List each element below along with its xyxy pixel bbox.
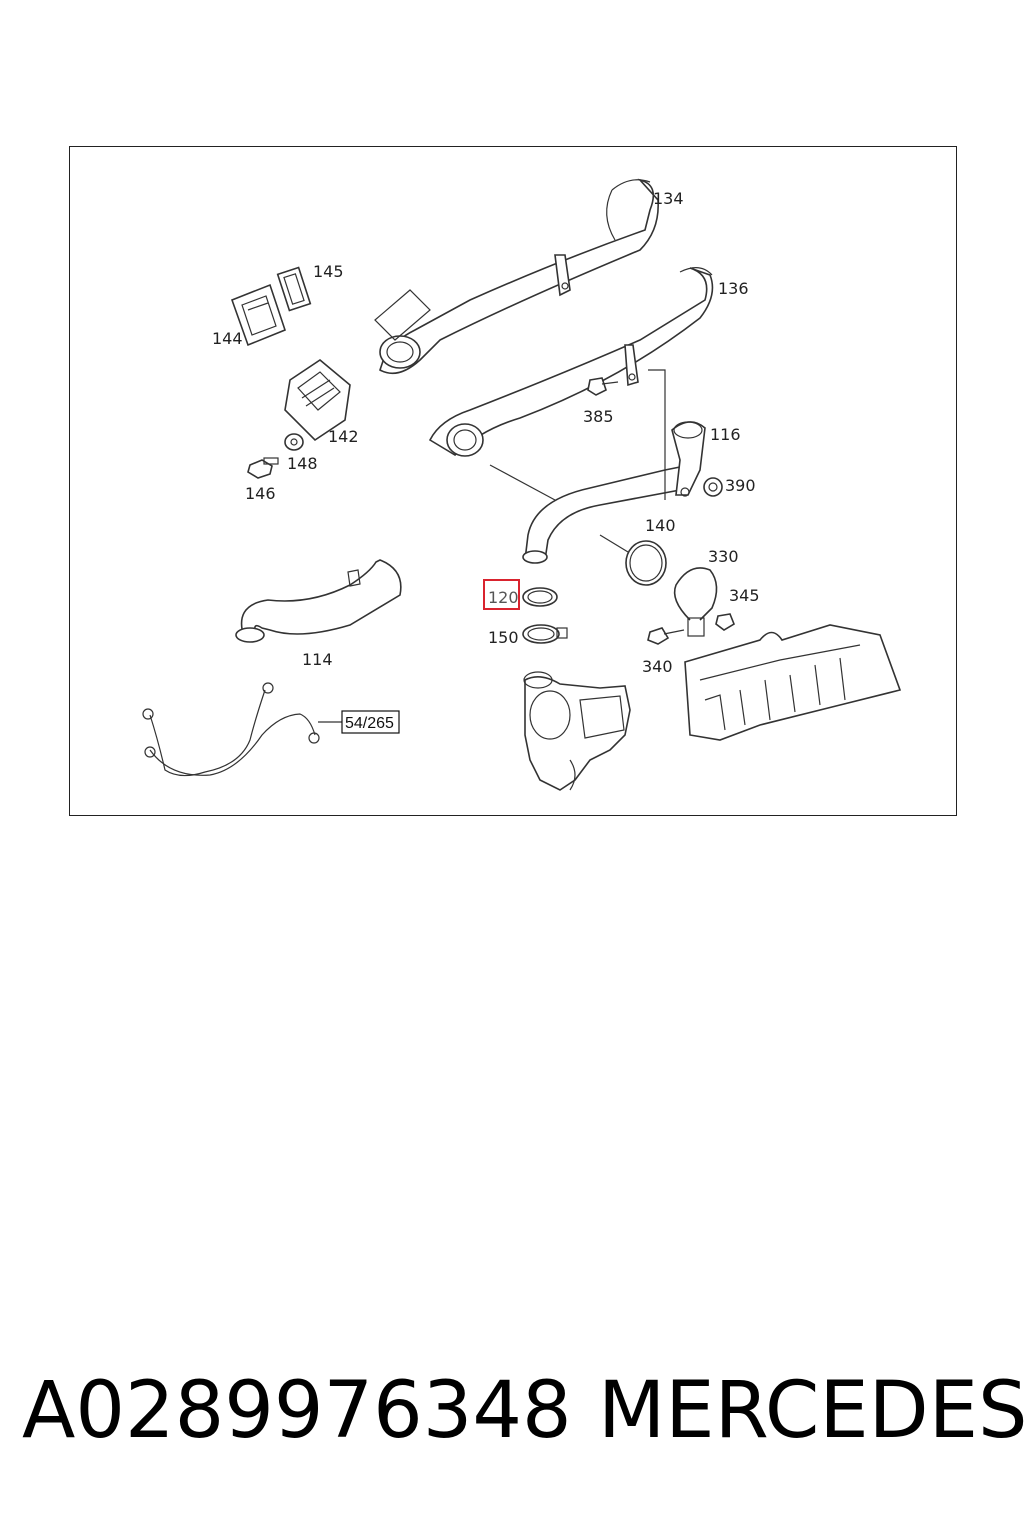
label-385[interactable]: 385: [583, 407, 614, 426]
part-144: [230, 283, 286, 347]
pipe-134: [374, 178, 659, 375]
wire-harness: [142, 682, 342, 777]
part-340: [647, 627, 685, 645]
label-144[interactable]: 144: [212, 329, 243, 348]
part-145: [276, 266, 312, 312]
label-345[interactable]: 345: [729, 586, 760, 605]
part-148-146: [247, 433, 304, 479]
turbocharger: [523, 671, 631, 791]
engine-block: [684, 624, 902, 741]
label-390[interactable]: 390: [725, 476, 756, 495]
label-150[interactable]: 150: [488, 628, 519, 647]
label-120[interactable]: 120: [488, 588, 519, 607]
pipe-114: [235, 559, 402, 643]
pipe-136: [428, 267, 714, 457]
label-148[interactable]: 148: [287, 454, 318, 473]
label-142[interactable]: 142: [328, 427, 359, 446]
label-134[interactable]: 134: [653, 189, 684, 208]
part-390: [703, 477, 723, 497]
label-136[interactable]: 136: [718, 279, 749, 298]
label-114[interactable]: 114: [302, 650, 333, 669]
label-145[interactable]: 145: [313, 262, 344, 281]
part-385: [587, 377, 619, 396]
clamp-330: [673, 567, 718, 637]
part-142: [284, 359, 351, 442]
label-116[interactable]: 116: [710, 425, 741, 444]
label-146[interactable]: 146: [245, 484, 276, 503]
part-345: [715, 613, 735, 631]
highlight-box-120: [483, 579, 520, 610]
label-140[interactable]: 140: [645, 516, 676, 535]
part-number: A0289976348: [22, 1366, 572, 1456]
label-330[interactable]: 330: [708, 547, 739, 566]
ref-box-54-265: [341, 710, 400, 734]
label-340[interactable]: 340: [642, 657, 673, 676]
part-116: [671, 421, 706, 497]
gasket-120: [522, 587, 558, 607]
o-ring-140: [625, 540, 667, 586]
brand-name: MERCEDES: [598, 1366, 1024, 1456]
label-ref-54-265[interactable]: 54/265: [345, 715, 394, 732]
clamp-150: [522, 624, 568, 644]
